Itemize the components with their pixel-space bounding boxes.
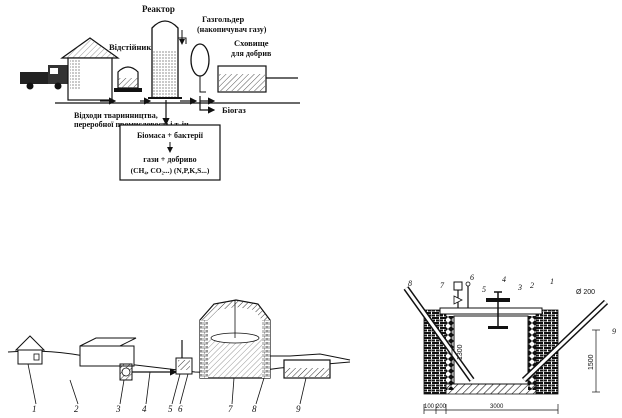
farm-building-icon [60, 37, 120, 101]
reactor-icon [148, 20, 182, 99]
reactor-cross-section: 8 7 6 5 4 3 2 1 9 Ø 200 1300 1500 100 20… [403, 273, 616, 414]
dimension-lines [423, 316, 600, 414]
biogas-flow-scheme: Реактор Газгольдер (накопичувач газу) Ві… [20, 4, 300, 181]
dim-bottom-left2: 200 [436, 404, 447, 410]
label-storage: Сховище [234, 38, 269, 48]
section-num-1: 1 [550, 277, 554, 286]
process-line1: Біомаса + бактерії [137, 131, 204, 140]
barn-icon [79, 337, 137, 367]
digester-icon [199, 299, 271, 379]
farm-num-4: 4 [142, 404, 147, 414]
farm-num-2: 2 [74, 404, 79, 414]
flow-arrows [100, 96, 216, 126]
lid [439, 307, 543, 315]
pump-house-icon [175, 340, 193, 375]
leader-lines [27, 363, 307, 405]
label-gasholder-note: (накопичувач газу) [197, 25, 267, 34]
dim-bottom-left1: 100 [424, 404, 435, 410]
section-num-6: 6 [470, 273, 474, 282]
outlet-pipe [521, 299, 609, 383]
farm-num-9: 9 [296, 404, 301, 414]
section-num-4: 4 [502, 275, 506, 284]
section-num-5: 5 [482, 285, 486, 294]
inlet-pipe [403, 286, 475, 382]
gasholder-icon [178, 30, 210, 93]
gas-valve-icon [453, 281, 471, 308]
dim-height-inner: 1300 [457, 344, 464, 360]
process-line2: гази + добриво [143, 155, 196, 164]
section-num-8: 8 [408, 279, 412, 288]
fertilizer-storage-icon [217, 65, 298, 93]
section-num-2: 2 [530, 281, 534, 290]
bottom-slab [445, 383, 537, 395]
farm-num-7: 7 [228, 404, 233, 414]
dim-bottom-width: 3000 [490, 404, 504, 410]
section-num-7: 7 [440, 281, 445, 290]
dim-height-outer: 1500 [588, 354, 595, 370]
label-storage-note: для добрив [231, 49, 272, 58]
label-waste-line1: Відходи тваринництва, [74, 111, 158, 120]
farm-num-8: 8 [252, 404, 257, 414]
process-box: Біомаса + бактерії гази + добриво (CH₄, … [119, 124, 221, 181]
label-gasholder: Газгольдер [202, 14, 244, 24]
truck-icon [20, 65, 70, 90]
label-settler: Відстійник [109, 42, 151, 52]
storage-pond-icon [270, 353, 351, 379]
process-line3: (CH₄, CO₂...) (N,P,K,S...) [131, 166, 210, 175]
stirrer [486, 291, 510, 329]
section-num-3: 3 [517, 283, 522, 292]
label-reactor: Реактор [142, 4, 175, 14]
farm-layout-diagram: 1 2 3 4 5 6 7 8 9 [7, 299, 351, 414]
farm-num-5: 5 [168, 404, 173, 414]
settler-tank-icon [114, 66, 142, 92]
house-icon [14, 335, 46, 365]
section-num-9: 9 [612, 327, 616, 336]
farm-num-6: 6 [178, 404, 183, 414]
farm-num-3: 3 [115, 404, 121, 414]
receiving-pit-icon [119, 363, 133, 381]
dim-pipe-diameter: Ø 200 [576, 289, 595, 296]
farm-num-1: 1 [32, 404, 37, 414]
label-biogas: Біогаз [222, 105, 246, 115]
